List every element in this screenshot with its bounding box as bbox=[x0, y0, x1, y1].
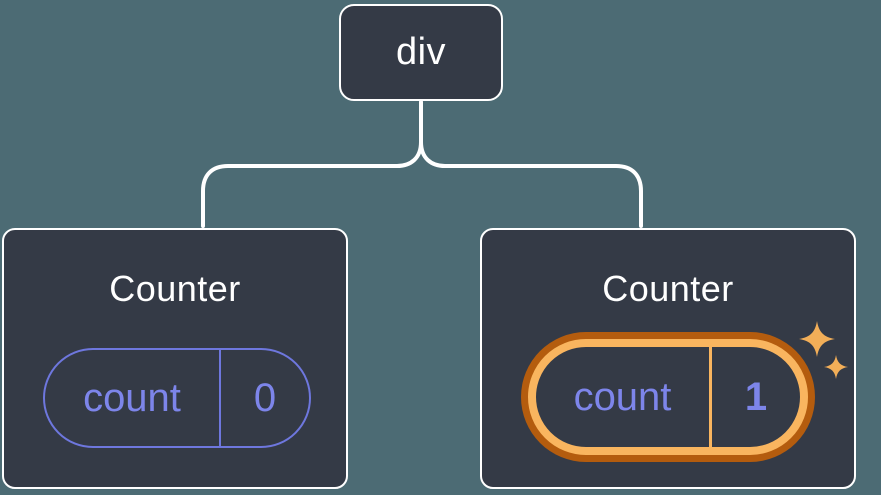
sparkle-small-icon bbox=[824, 355, 848, 379]
card-title: Counter bbox=[602, 268, 734, 309]
state-pill-highlighted: count 1 bbox=[528, 339, 808, 455]
state-key: count bbox=[536, 347, 712, 447]
card-title: Counter bbox=[109, 268, 241, 309]
connector-left-branch bbox=[201, 140, 423, 228]
state-value: 1 bbox=[744, 374, 768, 419]
root-div-node: div bbox=[339, 4, 503, 101]
counter-card-right: Counter count 1 bbox=[480, 228, 856, 489]
state-key: count bbox=[45, 350, 221, 446]
connector-right-branch bbox=[419, 140, 643, 228]
state-pill: count 0 bbox=[43, 348, 311, 448]
counter-card-left: Counter count 0 bbox=[2, 228, 348, 489]
sparkle-large-icon bbox=[799, 321, 835, 357]
root-node-label: div bbox=[395, 31, 447, 73]
state-value: 0 bbox=[253, 375, 277, 420]
